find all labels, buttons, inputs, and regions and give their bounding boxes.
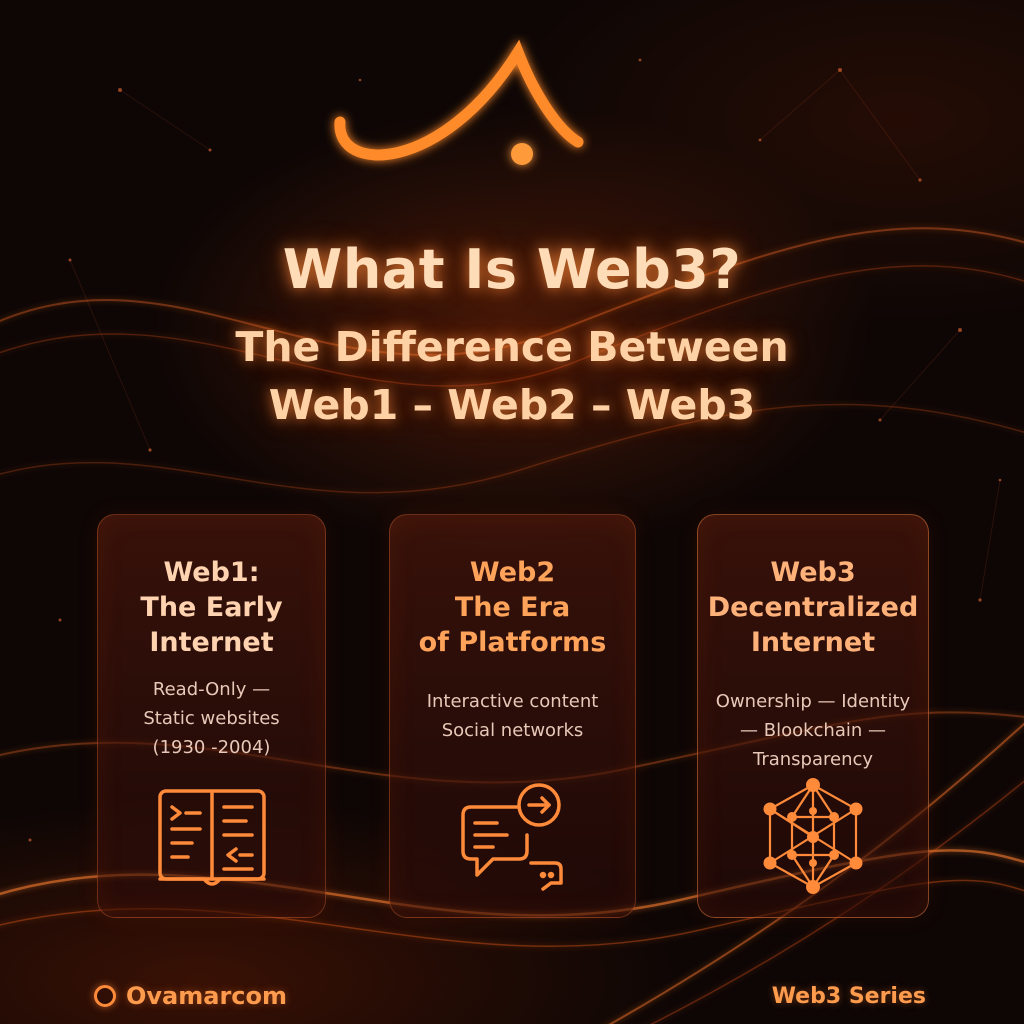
card-title: Web1: The Early Internet bbox=[98, 555, 325, 660]
page-title: What Is Web3? bbox=[282, 238, 742, 301]
card-web2: Web2 The Era of Platforms Interactive co… bbox=[389, 514, 636, 918]
card-desc-line: — Blookchain — bbox=[740, 720, 886, 741]
card-desc-line: (1930 -2004) bbox=[152, 737, 271, 758]
card-description: Ownership — Identity — Blookchain — Tran… bbox=[698, 687, 928, 774]
card-desc-line: Static websites bbox=[143, 708, 280, 729]
subtitle-line-1: The Difference Between bbox=[235, 323, 789, 371]
card-web1: Web1: The Early Internet Read-Only — Sta… bbox=[97, 514, 326, 918]
card-description: Interactive content Social networks bbox=[390, 687, 635, 745]
card-desc-line: Read-Only — bbox=[152, 679, 271, 700]
card-title-line: The Early bbox=[140, 592, 283, 623]
card-title-line: of Platforms bbox=[418, 627, 607, 658]
chat-bubbles-icon bbox=[460, 783, 563, 891]
card-title: Web2 The Era of Platforms bbox=[390, 555, 635, 660]
card-title-line: Decentralized bbox=[707, 592, 919, 623]
card-title-line: The Era bbox=[454, 592, 571, 623]
open-book-icon bbox=[157, 789, 266, 886]
card-desc-line: Social networks bbox=[441, 720, 584, 741]
card-title-line: Internet bbox=[149, 627, 274, 658]
card-web3: Web3 Decentralized Internet Ownership — … bbox=[697, 514, 929, 918]
brand-name: Ovamarcom bbox=[126, 982, 288, 1010]
subtitle-line-2: Web1 – Web2 – Web3 bbox=[268, 381, 756, 429]
card-desc-line: Ownership — Identity bbox=[715, 691, 911, 712]
card-title: Web3 Decentralized Internet bbox=[698, 555, 928, 660]
card-title-line: Web2 bbox=[469, 557, 556, 588]
card-desc-line: Interactive content bbox=[426, 691, 599, 712]
network-hexagon-icon bbox=[763, 778, 863, 894]
card-title-line: Web1: bbox=[163, 557, 260, 588]
brand: Ovamarcom bbox=[94, 982, 287, 1010]
card-desc-line: Transparency bbox=[752, 749, 874, 770]
arc-dot-logo-icon bbox=[334, 39, 584, 165]
card-title-line: Internet bbox=[750, 627, 876, 658]
page-subtitle: The Difference Between Web1 – Web2 – Web… bbox=[0, 318, 1024, 434]
card-description: Read-Only — Static websites (1930 -2004) bbox=[98, 675, 325, 762]
series-label: Web3 Series bbox=[771, 984, 926, 1009]
circle-logo-icon bbox=[94, 985, 116, 1007]
card-title-line: Web3 bbox=[770, 557, 856, 588]
